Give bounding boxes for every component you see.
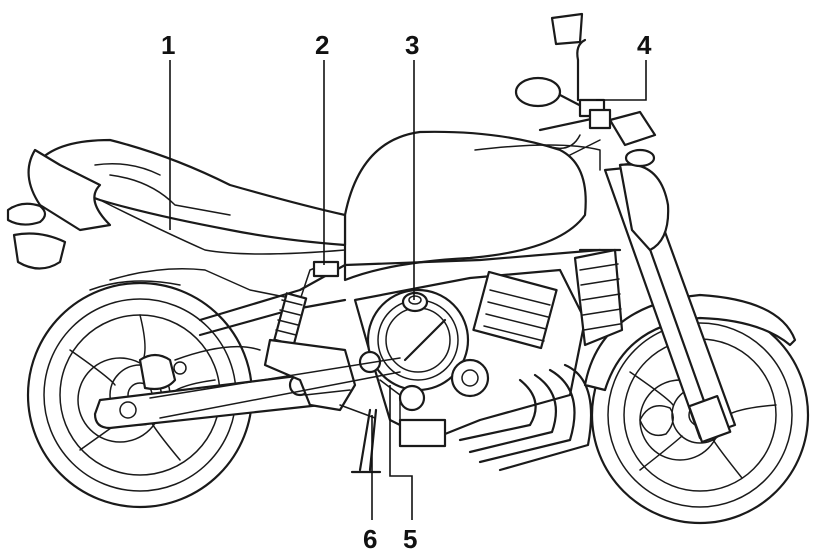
leader-4 [596,60,647,101]
leader-5 [389,385,413,520]
callout-5: 5 [403,524,418,554]
callout-2: 2 [315,30,330,60]
rear-shock [273,260,340,346]
callout-6: 6 [363,524,378,554]
seat [38,138,347,247]
fuel-tank [343,130,587,282]
handlebar [514,12,656,168]
callout-1: 1 [161,30,176,60]
exhaust [458,363,593,472]
radiator [573,248,624,347]
tail-section [27,148,112,232]
callout-leaders [169,60,647,520]
front-fender [583,293,797,392]
engine [353,268,587,448]
callout-3: 3 [405,30,420,60]
headlight [618,163,670,252]
callout-4: 4 [637,30,652,60]
side-stand [350,408,382,474]
